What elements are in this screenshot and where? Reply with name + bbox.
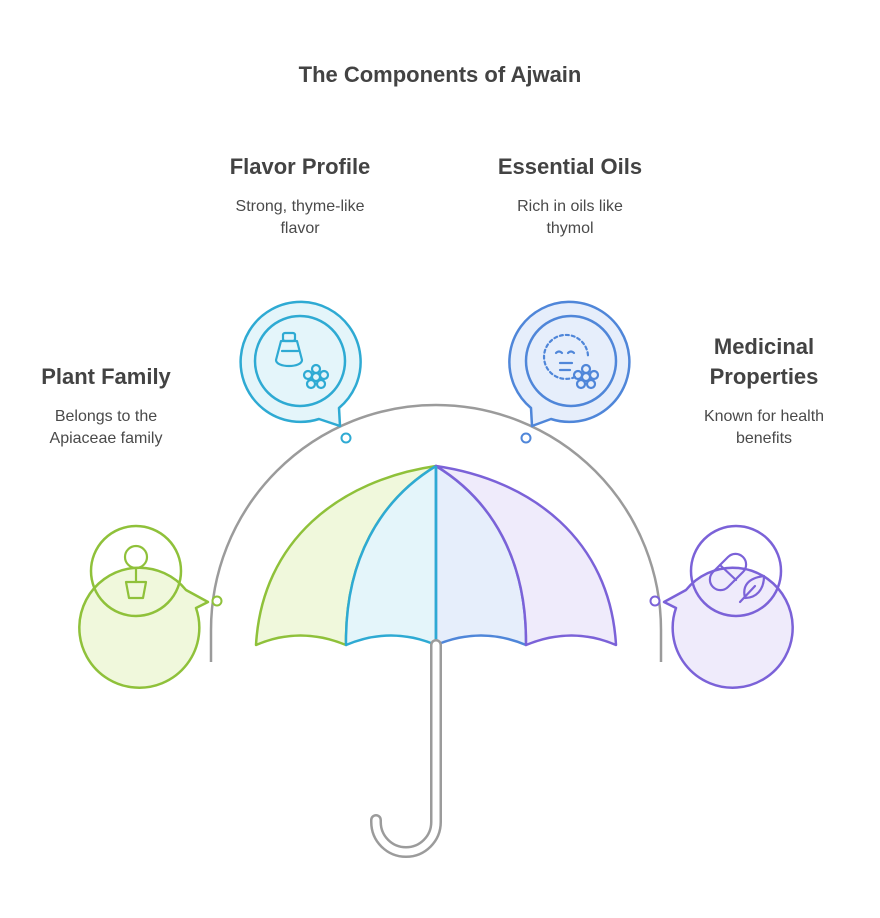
spice-flower-icon <box>274 331 330 390</box>
aroma-flower-icon <box>543 333 600 390</box>
essential-oils-connector-dot <box>520 432 532 444</box>
essential-oils-bubble <box>508 300 631 428</box>
flavor-profile-heading: Flavor Profile <box>229 154 371 179</box>
umbrella-handle <box>372 641 440 856</box>
essential-oils-heading: Essential Oils <box>497 154 643 179</box>
canopy-panel-teal <box>344 464 438 647</box>
plant-family-bubble <box>78 524 210 689</box>
medicinal-properties-connector-dot <box>649 595 661 607</box>
flavor-profile-connector-dot <box>340 432 352 444</box>
capsule-leaf-icon <box>708 552 766 604</box>
flavor-profile-bubble <box>239 300 362 428</box>
canopy-panel-purple <box>434 464 618 647</box>
plant-family-connector-dot <box>211 595 223 607</box>
potted-plant-icon <box>123 544 149 600</box>
diagram-title: The Components of Ajwain <box>298 62 582 87</box>
plant-family-heading: Plant Family <box>41 364 171 389</box>
umbrella-handle-outline <box>370 639 442 858</box>
umbrella-outer-arc <box>209 403 663 662</box>
medicinal-properties-bubble <box>662 524 794 689</box>
